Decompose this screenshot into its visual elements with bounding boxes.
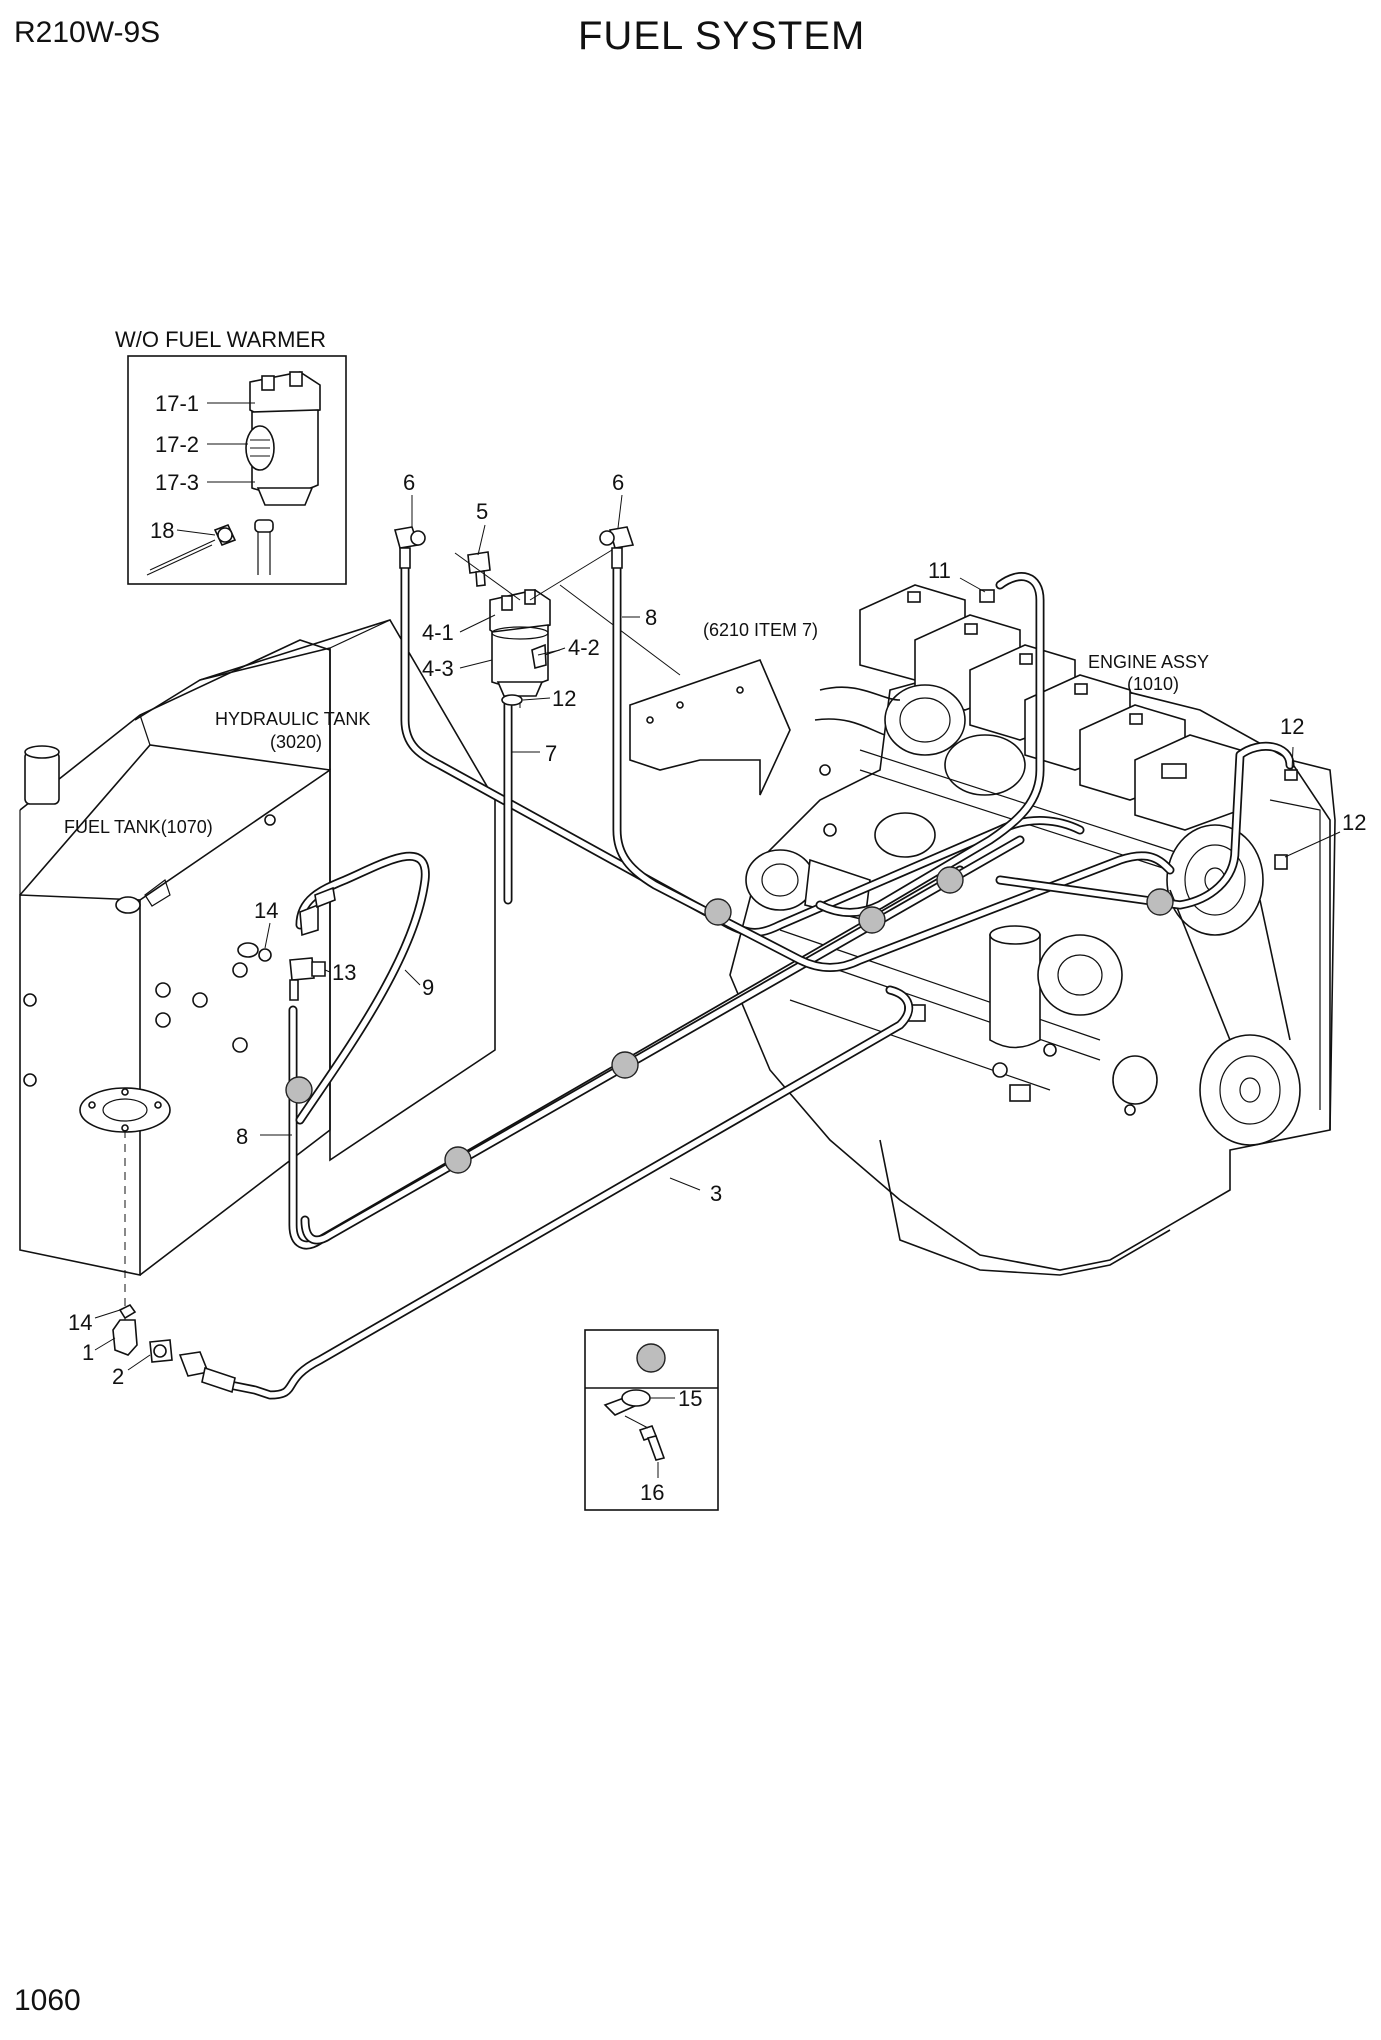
oring-12-filter bbox=[501, 694, 523, 706]
engine-alternator bbox=[1037, 934, 1123, 1016]
fuel-filter-assembly bbox=[489, 589, 561, 708]
callout-17-1: 17-1 bbox=[155, 391, 199, 416]
clamp-marker bbox=[1146, 888, 1174, 916]
filter-bracket: (6210 ITEM 7) bbox=[559, 584, 818, 796]
fitting-6-left bbox=[393, 526, 426, 569]
page-number: 1060 bbox=[14, 1984, 81, 2017]
model-number: R210W-9S bbox=[14, 16, 161, 49]
callout-3: 3 bbox=[710, 1181, 722, 1206]
callout-14-lower: 14 bbox=[68, 1310, 92, 1335]
clamp-marker bbox=[936, 866, 964, 894]
callout-12-top: 12 bbox=[1280, 714, 1304, 739]
engine-label-line1: ENGINE ASSY bbox=[1088, 652, 1209, 672]
callout-11: 11 bbox=[928, 558, 951, 583]
fitting-5 bbox=[454, 551, 521, 601]
callout-5: 5 bbox=[476, 499, 488, 524]
callout-9: 8 bbox=[236, 1124, 248, 1149]
hose-end-fitting bbox=[178, 1351, 236, 1394]
engine-valve-covers bbox=[859, 584, 1241, 831]
callout-4-2: 4-2 bbox=[568, 635, 600, 660]
clamp-marker bbox=[285, 1076, 313, 1104]
bracket-ref-label: (6210 ITEM 7) bbox=[703, 620, 818, 640]
callout-13: 13 bbox=[332, 960, 356, 985]
fuel-lines bbox=[225, 563, 1295, 1400]
fitting-12-top bbox=[1284, 769, 1298, 781]
hydraulic-tank-label-line1: HYDRAULIC TANK bbox=[215, 709, 370, 729]
fitting-12-side bbox=[1274, 854, 1288, 870]
fuel-tank-fitting bbox=[115, 896, 141, 914]
hydraulic-tank-label-line2: (3020) bbox=[270, 732, 322, 752]
inset-warmer-title: W/O FUEL WARMER bbox=[115, 327, 326, 352]
inset-without-fuel-warmer: W/O FUEL WARMER 17-1 17-2 17-3 18 bbox=[115, 327, 347, 585]
fitting-13 bbox=[289, 957, 326, 1001]
callouts: 6 5 6 4-1 4-3 4-2 12 7 8 11 12 12 14 bbox=[68, 470, 1366, 1389]
callout-8: 8 bbox=[645, 605, 657, 630]
connector-2 bbox=[149, 1339, 173, 1363]
fitting-14-lower bbox=[118, 1303, 137, 1320]
fuel-sender-flange bbox=[79, 1087, 171, 1133]
callout-6-right: 6 bbox=[612, 470, 624, 495]
callout-17-2: 17-2 bbox=[155, 432, 199, 457]
engine-turbo bbox=[814, 684, 1026, 858]
callout-18: 18 bbox=[150, 518, 174, 543]
callout-14-upper: 14 bbox=[254, 898, 278, 923]
callout-12-filter: 12 bbox=[552, 686, 576, 711]
page-title: FUEL SYSTEM bbox=[578, 14, 866, 58]
fitting-6-right bbox=[529, 526, 635, 601]
clamp-marker bbox=[444, 1146, 472, 1174]
fuel-tank-cap bbox=[24, 745, 60, 805]
oring-14-upper bbox=[258, 948, 272, 962]
callout-10: 9 bbox=[422, 975, 434, 1000]
engine-assembly: ENGINE ASSY (1010) bbox=[729, 584, 1336, 1276]
callout-1: 1 bbox=[82, 1340, 94, 1365]
callout-6-left: 6 bbox=[403, 470, 415, 495]
callout-7: 7 bbox=[545, 741, 557, 766]
hose-clamps bbox=[285, 866, 1174, 1174]
clamp-marker bbox=[611, 1051, 639, 1079]
inset-clamp-detail: 15 16 bbox=[584, 1329, 719, 1511]
clamp-marker bbox=[858, 906, 886, 934]
fuel-tank-label: FUEL TANK(1070) bbox=[64, 817, 213, 837]
engine-pulleys bbox=[1112, 824, 1301, 1146]
elbow-1 bbox=[112, 1319, 138, 1356]
callout-17-3: 17-3 bbox=[155, 470, 199, 495]
callout-4-1: 4-1 bbox=[422, 620, 454, 645]
fitting-11 bbox=[979, 589, 995, 603]
hydraulic-tank: HYDRAULIC TANK (3020) bbox=[134, 619, 496, 1162]
callout-16: 16 bbox=[640, 1480, 664, 1505]
callout-12-side: 12 bbox=[1342, 810, 1366, 835]
clamp-marker bbox=[704, 898, 732, 926]
clamp-symbol bbox=[636, 1343, 666, 1373]
callout-2: 2 bbox=[112, 1364, 124, 1389]
callout-15: 15 bbox=[678, 1386, 702, 1411]
engine-label-line2: (1010) bbox=[1127, 674, 1179, 694]
callout-4-3: 4-3 bbox=[422, 656, 454, 681]
engine-fuel-filter bbox=[989, 925, 1041, 1049]
